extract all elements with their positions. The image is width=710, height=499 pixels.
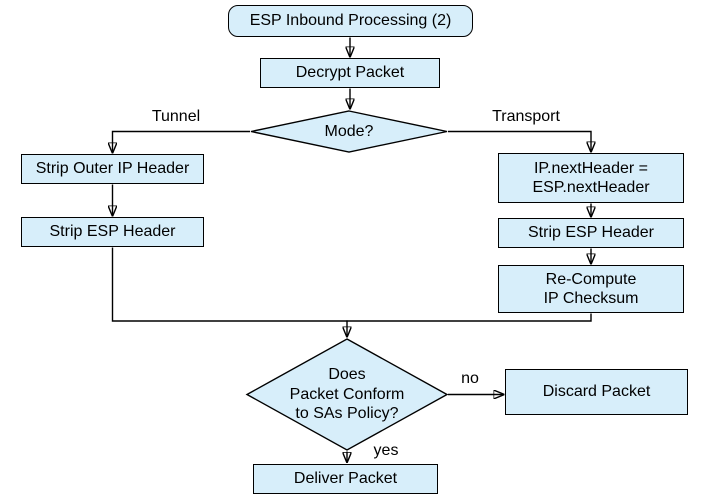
edge-left-branch-merge xyxy=(111,247,348,322)
node-start-label: ESP Inbound Processing (2) xyxy=(249,12,452,30)
node-deliver-packet: Deliver Packet xyxy=(253,464,438,494)
node-recompute-ip-checksum-label: Re-Compute IP Checksum xyxy=(543,270,639,308)
node-strip-esp-header-left: Strip ESP Header xyxy=(21,217,204,247)
node-strip-esp-header-right-label: Strip ESP Header xyxy=(528,224,654,242)
edge-label-tunnel: Tunnel xyxy=(151,108,201,125)
node-decrypt-packet: Decrypt Packet xyxy=(260,58,440,88)
node-start: ESP Inbound Processing (2) xyxy=(228,5,473,37)
node-decrypt-packet-label: Decrypt Packet xyxy=(295,64,405,82)
node-policy-decision: Does Packet Conform to SAs Policy? xyxy=(245,338,449,451)
node-ip-nextheader-label: IP.nextHeader = ESP.nextHeader xyxy=(532,159,650,197)
edge-label-no: no xyxy=(461,370,479,387)
diamond-shape xyxy=(245,338,449,451)
node-policy-decision-label: Does Packet Conform to SAs Policy? xyxy=(289,366,405,423)
edge-mode-tunnel-branch xyxy=(113,130,250,153)
edge-mode-transport-branch xyxy=(448,130,591,152)
node-mode-decision-label: Mode? xyxy=(324,122,374,140)
node-recompute-ip-checksum: Re-Compute IP Checksum xyxy=(498,265,684,313)
diamond-shape xyxy=(250,110,448,153)
node-strip-esp-header-right: Strip ESP Header xyxy=(498,218,684,248)
node-deliver-packet-label: Deliver Packet xyxy=(293,470,398,488)
edge-label-yes: yes xyxy=(373,442,399,459)
node-strip-esp-header-left-label: Strip ESP Header xyxy=(49,223,176,241)
node-discard-packet: Discard Packet xyxy=(505,369,688,415)
edge-label-transport: Transport xyxy=(492,108,560,125)
node-mode-decision: Mode? xyxy=(250,110,448,153)
edge-right-branch-merge xyxy=(346,313,592,322)
node-discard-packet-label: Discard Packet xyxy=(542,383,651,401)
node-ip-nextheader: IP.nextHeader = ESP.nextHeader xyxy=(498,153,684,203)
node-strip-outer-ip-header: Strip Outer IP Header xyxy=(21,154,204,184)
node-strip-outer-ip-header-label: Strip Outer IP Header xyxy=(35,160,190,178)
